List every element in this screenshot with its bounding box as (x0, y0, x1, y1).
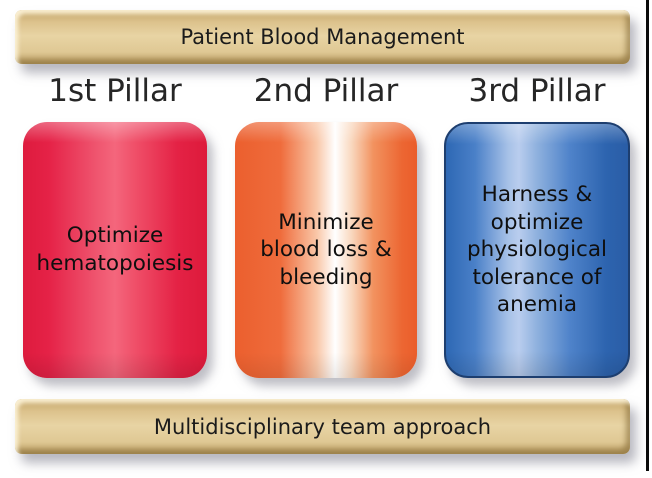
pillar-text-line: optimize (490, 209, 584, 235)
pillar-text-line: blood loss & (260, 237, 392, 263)
pillar-1-box: Optimize hematopoiesis (23, 122, 207, 378)
pillar-2-box: Minimize blood loss & bleeding (235, 122, 417, 378)
bottom-banner-label: Multidisciplinary team approach (153, 414, 492, 439)
pillar-text-line: Optimize (66, 223, 164, 249)
pillar-text-line: anemia (496, 292, 578, 318)
pillar-2-text: Minimize blood loss & bleeding (260, 209, 392, 292)
pillar-text-line: Harness & (481, 182, 593, 208)
pillar-text-line: bleeding (279, 264, 373, 290)
pillar-1-heading: 1st Pillar (48, 73, 182, 109)
pillar-1-text: Optimize hematopoiesis (37, 222, 194, 277)
pillar-3-box: Harness & optimize physiological toleran… (444, 122, 630, 378)
pillar-3-heading: 3rd Pillar (468, 73, 606, 109)
pillar-text-line: tolerance of (472, 264, 602, 290)
pillar-text-line: physiological (466, 237, 608, 263)
slide-edge-line (646, 0, 649, 471)
pillar-text-line: hematopoiesis (36, 251, 194, 276)
pillar-3-text: Harness & optimize physiological toleran… (467, 181, 607, 319)
top-banner-label: Patient Blood Management (180, 25, 465, 49)
top-banner: Patient Blood Management (15, 10, 630, 64)
pillar-text-line: Minimize (278, 209, 374, 235)
pillar-2-heading: 2nd Pillar (253, 73, 399, 109)
bottom-banner: Multidisciplinary team approach (15, 399, 630, 454)
